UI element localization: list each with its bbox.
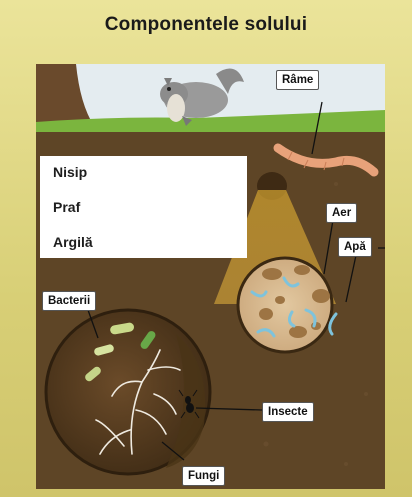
label-bacterii: Bacterii (42, 291, 96, 311)
page-title: Componentele solului (0, 14, 412, 36)
soil-types-panel: Nisip Praf Argilă (40, 156, 247, 258)
legend-nisip: Nisip (53, 164, 87, 180)
label-insecte: Insecte (262, 402, 314, 422)
label-fungi: Fungi (182, 466, 225, 486)
bacteria-fungi-lens (46, 310, 210, 474)
soil-scene (36, 64, 385, 489)
label-apa: Apă (338, 237, 372, 257)
label-rame: Râme (276, 70, 319, 90)
label-aer: Aer (326, 203, 357, 223)
legend-praf: Praf (53, 199, 80, 215)
legend-argila: Argilă (53, 234, 93, 250)
